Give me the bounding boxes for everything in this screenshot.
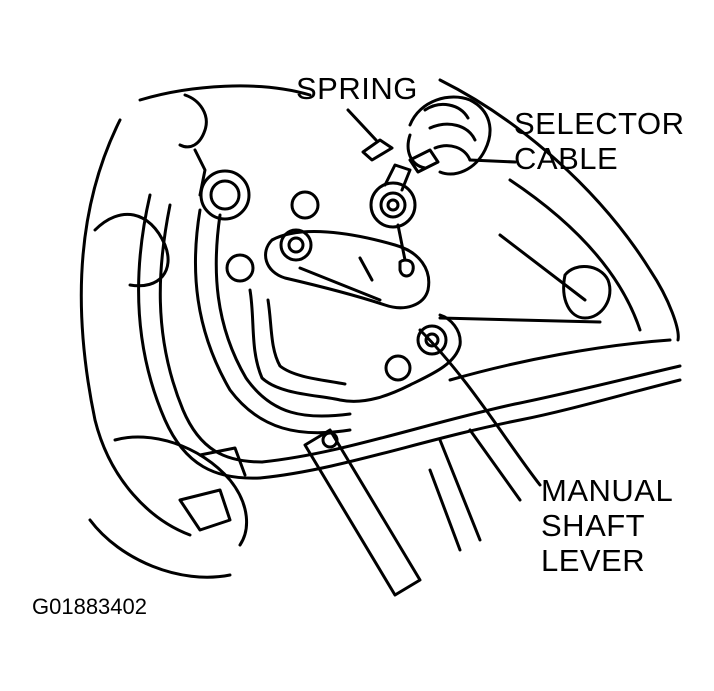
linkage-rod bbox=[303, 428, 422, 597]
banjo-boss-inner bbox=[209, 179, 241, 211]
top-left-bracket bbox=[178, 93, 208, 149]
pan-lines-1 bbox=[438, 438, 482, 542]
spring-leader bbox=[346, 108, 378, 142]
casing-lower-left bbox=[113, 435, 249, 547]
casing-right-lower bbox=[448, 338, 672, 382]
hand-finger-2 bbox=[428, 122, 477, 142]
tube-b-inner bbox=[214, 213, 352, 418]
cable-run bbox=[438, 316, 602, 324]
figure-code: G01883402 bbox=[32, 594, 147, 619]
grommet-leader bbox=[498, 233, 587, 302]
tube-long-lower-2 bbox=[260, 364, 682, 464]
pin-hole bbox=[398, 258, 415, 278]
lower-bracket bbox=[178, 488, 232, 532]
mount-plate-inner bbox=[266, 298, 347, 386]
tube-a bbox=[137, 193, 262, 480]
bolt-bottom bbox=[384, 354, 412, 382]
lever-slot bbox=[358, 256, 374, 282]
cable-eye-inner bbox=[386, 198, 400, 212]
label-selector-line2: CABLE bbox=[514, 141, 619, 176]
cable-grommet bbox=[562, 265, 612, 320]
bolt-right-lower-inner bbox=[424, 332, 440, 348]
casing-outline bbox=[79, 84, 312, 537]
cable-body bbox=[408, 148, 440, 174]
pin-line bbox=[396, 223, 407, 262]
bolt-right-lower bbox=[416, 324, 448, 356]
label-spring: SPRING bbox=[296, 71, 418, 106]
label-selector-line1: SELECTOR bbox=[514, 106, 685, 141]
bolt-top bbox=[290, 190, 320, 220]
hand-thumb bbox=[406, 133, 427, 170]
lever-plate-edge bbox=[298, 266, 382, 302]
hand-finger-3 bbox=[433, 144, 472, 162]
banjo-boss-outer bbox=[199, 169, 251, 221]
hand-finger-1 bbox=[423, 102, 470, 120]
spring-clip bbox=[361, 138, 394, 162]
cable-neck bbox=[383, 163, 412, 192]
mount-plate bbox=[248, 288, 462, 403]
cable-eye-outer bbox=[369, 181, 417, 229]
manual-leader bbox=[418, 328, 542, 487]
label-manual-line2: SHAFT bbox=[541, 508, 646, 543]
pan-lines-2 bbox=[468, 428, 522, 502]
casing-bottom-curve bbox=[88, 518, 232, 579]
selector-leader bbox=[468, 158, 517, 164]
tube-b bbox=[193, 208, 352, 435]
label-manual-line1: MANUAL bbox=[541, 473, 674, 508]
bolt-center bbox=[279, 228, 313, 262]
bolt-center-inner bbox=[287, 236, 305, 254]
cable-eye-mid bbox=[379, 191, 407, 219]
tube-a-inner bbox=[158, 203, 264, 464]
lever-plate bbox=[264, 230, 431, 310]
tube-long-lower bbox=[258, 378, 682, 480]
bolt-left bbox=[225, 253, 255, 283]
casing-left-bulge bbox=[93, 213, 170, 288]
lower-bracket-2 bbox=[198, 446, 247, 477]
pan-lines-3 bbox=[428, 468, 462, 552]
linkage-pin bbox=[321, 431, 339, 449]
casing-right-inner bbox=[508, 178, 642, 332]
casing-right-upper bbox=[438, 78, 680, 342]
label-manual-line3: LEVER bbox=[541, 543, 646, 578]
hand-outline bbox=[408, 95, 492, 176]
